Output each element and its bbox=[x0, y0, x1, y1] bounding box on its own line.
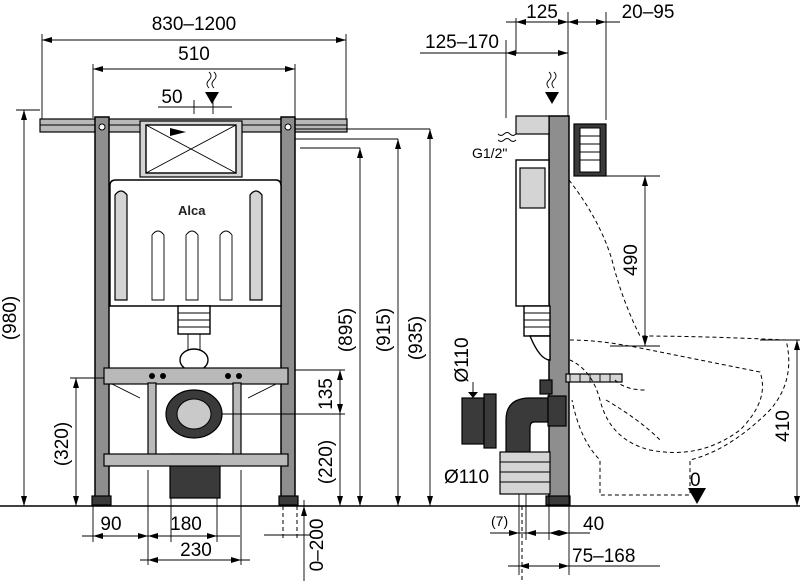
crossbar bbox=[103, 367, 289, 385]
dim-depth-125: 125 bbox=[526, 2, 558, 23]
dim-total-height: (980) bbox=[0, 296, 21, 340]
toilet-bowl-outline bbox=[568, 179, 790, 496]
dim-inlet-thread: G1/2" bbox=[472, 145, 507, 161]
brand-logo: Alca bbox=[178, 203, 206, 218]
dim-frame-width: 510 bbox=[178, 44, 210, 65]
floor-level-marker-icon bbox=[688, 488, 706, 504]
dim-height-935: (935) bbox=[406, 316, 427, 360]
dim-gap-7: (7) bbox=[491, 513, 508, 529]
dim-depth-40: 40 bbox=[583, 514, 604, 535]
dim-pipe-dia-bottom: Ø110 bbox=[444, 467, 489, 488]
cistern-tank bbox=[109, 179, 282, 307]
lower-crossbar bbox=[103, 453, 289, 467]
dim-depth-20-95: 20–95 bbox=[622, 2, 675, 23]
side-view: 125 20–95 125–170 G1/2" bbox=[420, 2, 800, 581]
dim-depth-75-168: 75–168 bbox=[572, 546, 635, 567]
dim-height-220: (220) bbox=[316, 440, 337, 484]
dim-bottom-90: 90 bbox=[100, 514, 121, 535]
drain-elbow bbox=[505, 397, 549, 461]
dim-height-490: 490 bbox=[621, 244, 642, 276]
dim-bottom-180: 180 bbox=[170, 514, 202, 535]
dim-height-135: 135 bbox=[316, 378, 337, 410]
dim-overall-width: 830–1200 bbox=[152, 14, 237, 35]
dim-height-915: (915) bbox=[374, 308, 395, 352]
dim-height-320: (320) bbox=[52, 422, 73, 466]
dim-pipe-dia-top: Ø110 bbox=[452, 337, 473, 382]
frame-post-right bbox=[280, 116, 296, 504]
side-frame-post bbox=[548, 115, 570, 504]
dim-height-895: (895) bbox=[336, 308, 357, 352]
dim-flush-offset: 50 bbox=[161, 87, 182, 108]
frame-post-left bbox=[94, 116, 110, 504]
dim-height-410: 410 bbox=[773, 410, 794, 442]
mounting-bolt bbox=[565, 373, 623, 383]
dim-bottom-230: 230 bbox=[180, 540, 212, 561]
water-inlet-arrow-icon bbox=[545, 92, 559, 104]
pipe-connector bbox=[461, 397, 485, 445]
front-view: 830–1200 510 50 bbox=[0, 14, 433, 581]
dim-floor-range: 0–200 bbox=[307, 519, 328, 572]
dim-floor-zero: 0 bbox=[690, 470, 701, 491]
water-inlet-arrow-icon bbox=[205, 92, 219, 104]
dim-depth-125-170: 125–170 bbox=[425, 32, 499, 53]
